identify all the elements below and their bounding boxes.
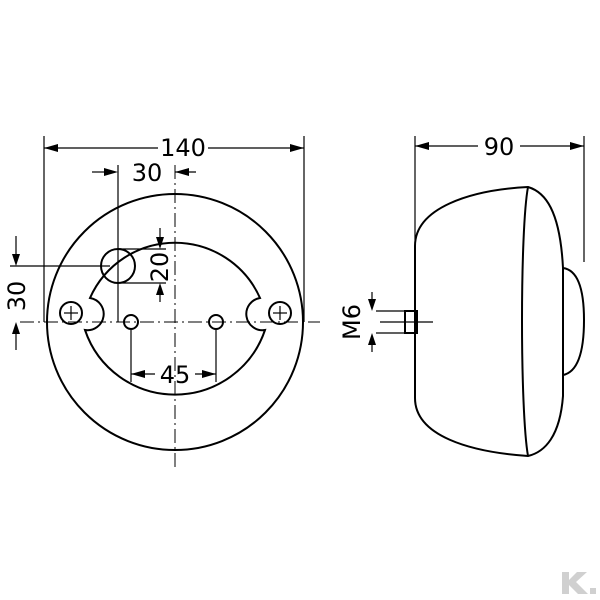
lamp-dome (562, 267, 586, 376)
mount-screw-right (268, 301, 292, 325)
dim-diameter: 140 (43, 134, 305, 322)
lamp-lens-outline (83, 241, 267, 396)
brand-k-logo-icon (562, 572, 596, 594)
dim-stud-spacing-label: 45 (160, 361, 191, 389)
lamp-housing-side (414, 185, 564, 458)
dim-hole-diameter: 20 (118, 228, 174, 302)
dim-hole-offset-x-label: 30 (132, 159, 163, 187)
lamp-lens-edge (521, 186, 529, 457)
dim-thread: M6 (338, 292, 376, 352)
mount-screw-left (59, 301, 83, 325)
dim-thread-label: M6 (338, 304, 366, 340)
dim-depth-label: 90 (484, 133, 515, 161)
dim-mount-offset-y: 30 (3, 236, 110, 350)
side-view: 90 M6 (338, 133, 586, 458)
front-view: 140 30 20 30 (3, 134, 320, 468)
dim-depth: 90 (414, 133, 585, 262)
dim-mount-offset-y-label: 30 (3, 281, 31, 312)
dim-diameter-label: 140 (160, 134, 206, 162)
dim-stud-spacing: 45 (130, 330, 217, 389)
mount-stud-side (376, 310, 433, 334)
dim-hole-offset-x: 30 (92, 159, 196, 322)
dim-hole-diameter-label: 20 (146, 252, 174, 283)
